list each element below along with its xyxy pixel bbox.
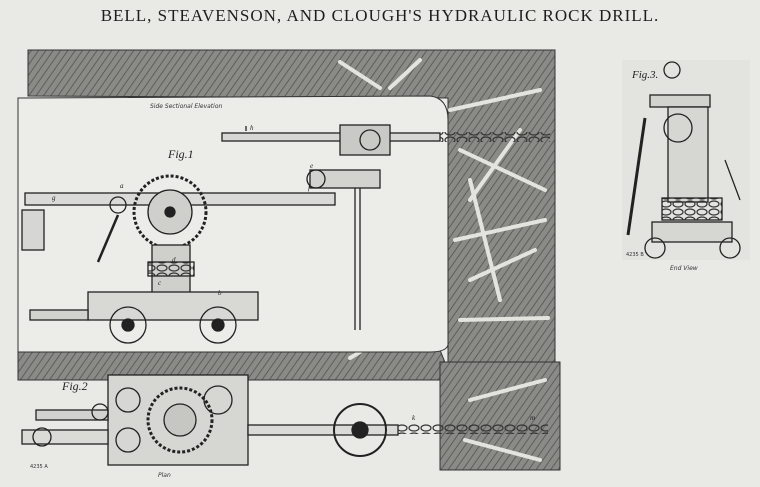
part-letter: g	[52, 194, 56, 202]
part-letter: k	[412, 414, 416, 422]
fig3-plate-number: 4235 B	[626, 252, 644, 258]
fig2-label: Fig.2	[61, 379, 88, 393]
fig2-caption: Plan	[158, 472, 171, 479]
part-letter: e	[310, 162, 313, 170]
fig2-plate-number: 4235 A	[30, 464, 48, 470]
part-letter: c	[158, 279, 162, 287]
part-letter: a	[120, 182, 124, 190]
part-letter: m	[530, 414, 535, 422]
part-letter: d	[172, 256, 176, 264]
fig3-caption: End View	[670, 265, 698, 272]
fig1-drill-machine	[21, 124, 550, 344]
fig3-end-view-drawing	[622, 60, 750, 260]
fig1-caption: Side Sectional Elevation	[150, 103, 222, 110]
part-letter: b	[218, 289, 222, 297]
page-title: BELL, STEAVENSON, AND CLOUGH'S HYDRAULIC…	[100, 6, 660, 25]
part-letter: f	[308, 184, 311, 192]
fig3-label: Fig.3.	[631, 69, 658, 81]
part-letter: h	[250, 124, 254, 132]
fig2-plan-drawing	[21, 374, 548, 466]
fig1-label: Fig.1	[167, 147, 194, 161]
